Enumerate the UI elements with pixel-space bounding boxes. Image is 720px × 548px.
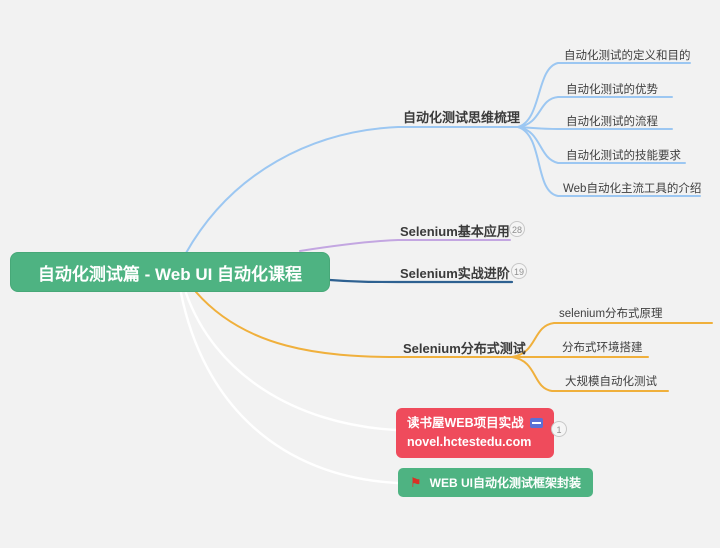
topic-mindset[interactable]: 自动化测试思维梳理 [403, 110, 521, 125]
connector-project [184, 291, 398, 432]
topic-framework[interactable]: ⚑ WEB UI自动化测试框架封装 [398, 468, 593, 497]
topic-mindset-child-3[interactable]: 自动化测试的流程 [566, 116, 658, 128]
connector-distributed-main [195, 291, 513, 358]
flag-icon: ⚑ [410, 475, 422, 490]
connector-mindset-child-1 [517, 62, 691, 128]
root-topic[interactable]: 自动化测试篇 - Web UI 自动化课程 [10, 252, 330, 292]
collapsed-count-badge-basic[interactable]: 28 [509, 221, 525, 237]
topic-distributed-child-3[interactable]: 大规模自动化测试 [565, 376, 657, 388]
collapsed-count-badge-advanced[interactable]: 19 [511, 263, 527, 279]
topic-mindset-child-1[interactable]: 自动化测试的定义和目的 [564, 50, 691, 62]
topic-mindset-child-4[interactable]: 自动化测试的技能要求 [566, 150, 681, 162]
connector-framework [179, 291, 400, 485]
white-connectors [179, 291, 400, 485]
connector-mindset-child-5 [517, 126, 701, 197]
topic-basic[interactable]: Selenium基本应用 [400, 224, 510, 239]
topic-mindset-child-5[interactable]: Web自动化主流工具的介绍 [563, 183, 702, 195]
topic-distributed-child-2[interactable]: 分布式环境搭建 [562, 342, 643, 354]
topic-project-title: 读书屋WEB项目实战 [407, 416, 524, 430]
branch-distributed-lines [195, 291, 713, 392]
topic-distributed-child-1[interactable]: selenium分布式原理 [559, 308, 663, 320]
topic-advanced[interactable]: Selenium实战进阶 [400, 266, 510, 281]
connector-distributed-child-1 [511, 322, 713, 358]
branch-mindset-lines [185, 62, 701, 254]
link-icon[interactable] [529, 418, 543, 429]
collapsed-count-badge-project[interactable]: 1 [551, 421, 567, 437]
topic-project[interactable]: 读书屋WEB项目实战 novel.hctestedu.com [396, 408, 554, 458]
connector-basic [299, 239, 511, 252]
connector-advanced [328, 278, 514, 284]
topic-mindset-child-2[interactable]: 自动化测试的优势 [566, 84, 658, 96]
connector-mindset-main [185, 126, 519, 254]
topic-distributed[interactable]: Selenium分布式测试 [403, 341, 526, 356]
connector-mindset-child-4 [517, 126, 686, 164]
connector-distributed-child-3 [511, 356, 669, 392]
topic-project-title-row: 读书屋WEB项目实战 [407, 414, 543, 433]
topic-framework-label: WEB UI自动化测试框架封装 [429, 476, 581, 490]
connector-mindset-child-2 [517, 96, 673, 128]
topic-project-url: novel.hctestedu.com [407, 434, 532, 449]
